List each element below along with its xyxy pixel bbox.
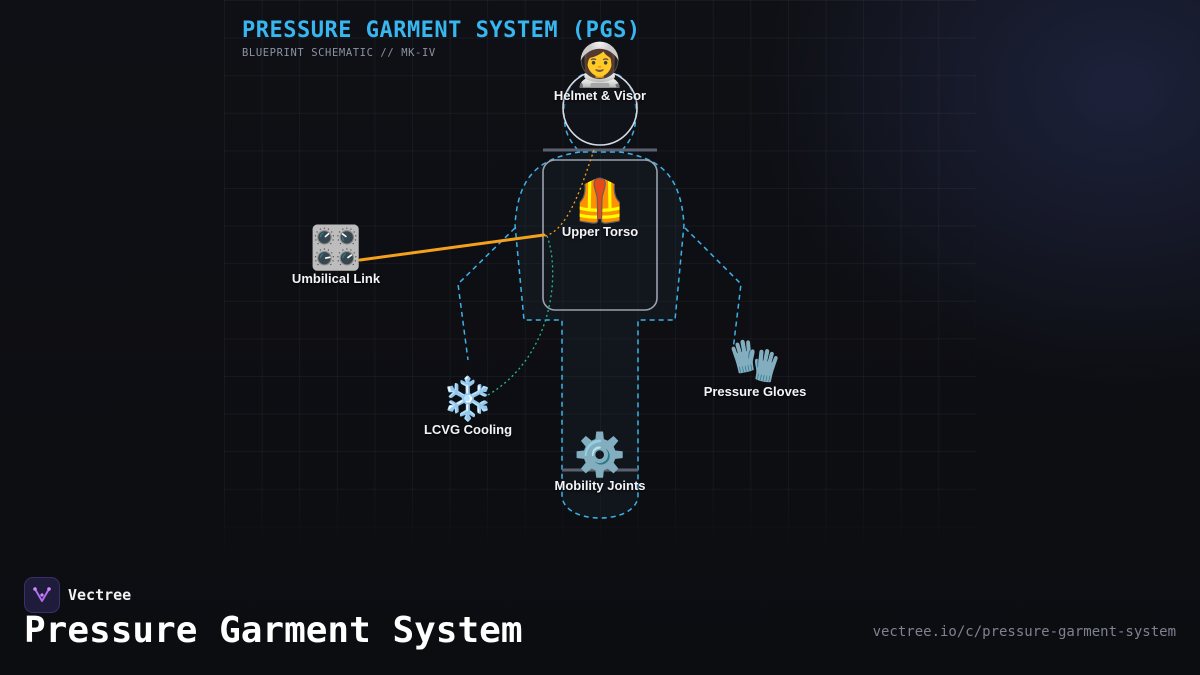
brand-name: Vectree xyxy=(68,586,132,604)
snowflake-icon: ❄️ xyxy=(441,374,495,423)
control-knobs-icon: 🎛️ xyxy=(309,223,363,272)
node-label: Helmet & Visor xyxy=(553,88,647,103)
node-lcvg-cooling[interactable]: ❄️ LCVG Cooling xyxy=(423,374,513,438)
diagram-subtitle: BLUEPRINT SCHEMATIC // MK-IV xyxy=(242,47,436,59)
safety-vest-icon: 🦺 xyxy=(573,176,627,225)
helmet-ring xyxy=(562,70,638,146)
node-pressure-gloves[interactable]: 🧤 Pressure Gloves xyxy=(703,336,807,400)
page-title: Pressure Garment System xyxy=(24,610,523,651)
node-label: LCVG Cooling xyxy=(423,422,513,437)
vectree-logo-icon xyxy=(24,577,60,613)
node-label: Mobility Joints xyxy=(554,478,646,493)
node-upper-torso[interactable]: 🦺 Upper Torso xyxy=(561,176,639,240)
node-label: Pressure Gloves xyxy=(703,384,807,399)
astronaut-icon: 👩‍🚀 xyxy=(573,40,627,89)
umbilical-line xyxy=(358,233,546,262)
left-arm-outline xyxy=(457,227,516,361)
node-label: Umbilical Link xyxy=(291,271,381,286)
node-label: Upper Torso xyxy=(561,224,639,239)
brand[interactable]: Vectree xyxy=(24,577,131,613)
torso-outline xyxy=(514,151,685,519)
source-url[interactable]: vectree.io/c/pressure-garment-system xyxy=(872,624,1176,640)
gloves-icon: 🧤 xyxy=(728,336,782,385)
diagram-title: PRESSURE GARMENT SYSTEM (PGS) xyxy=(242,18,641,43)
node-helmet[interactable]: 👩‍🚀 Helmet & Visor xyxy=(553,40,647,104)
gear-icon: ⚙️ xyxy=(573,430,627,479)
node-mobility-joints[interactable]: ⚙️ Mobility Joints xyxy=(554,430,646,494)
node-umbilical-link[interactable]: 🎛️ Umbilical Link xyxy=(291,223,381,287)
right-arm-outline xyxy=(684,227,742,351)
cooling-link xyxy=(487,235,554,396)
